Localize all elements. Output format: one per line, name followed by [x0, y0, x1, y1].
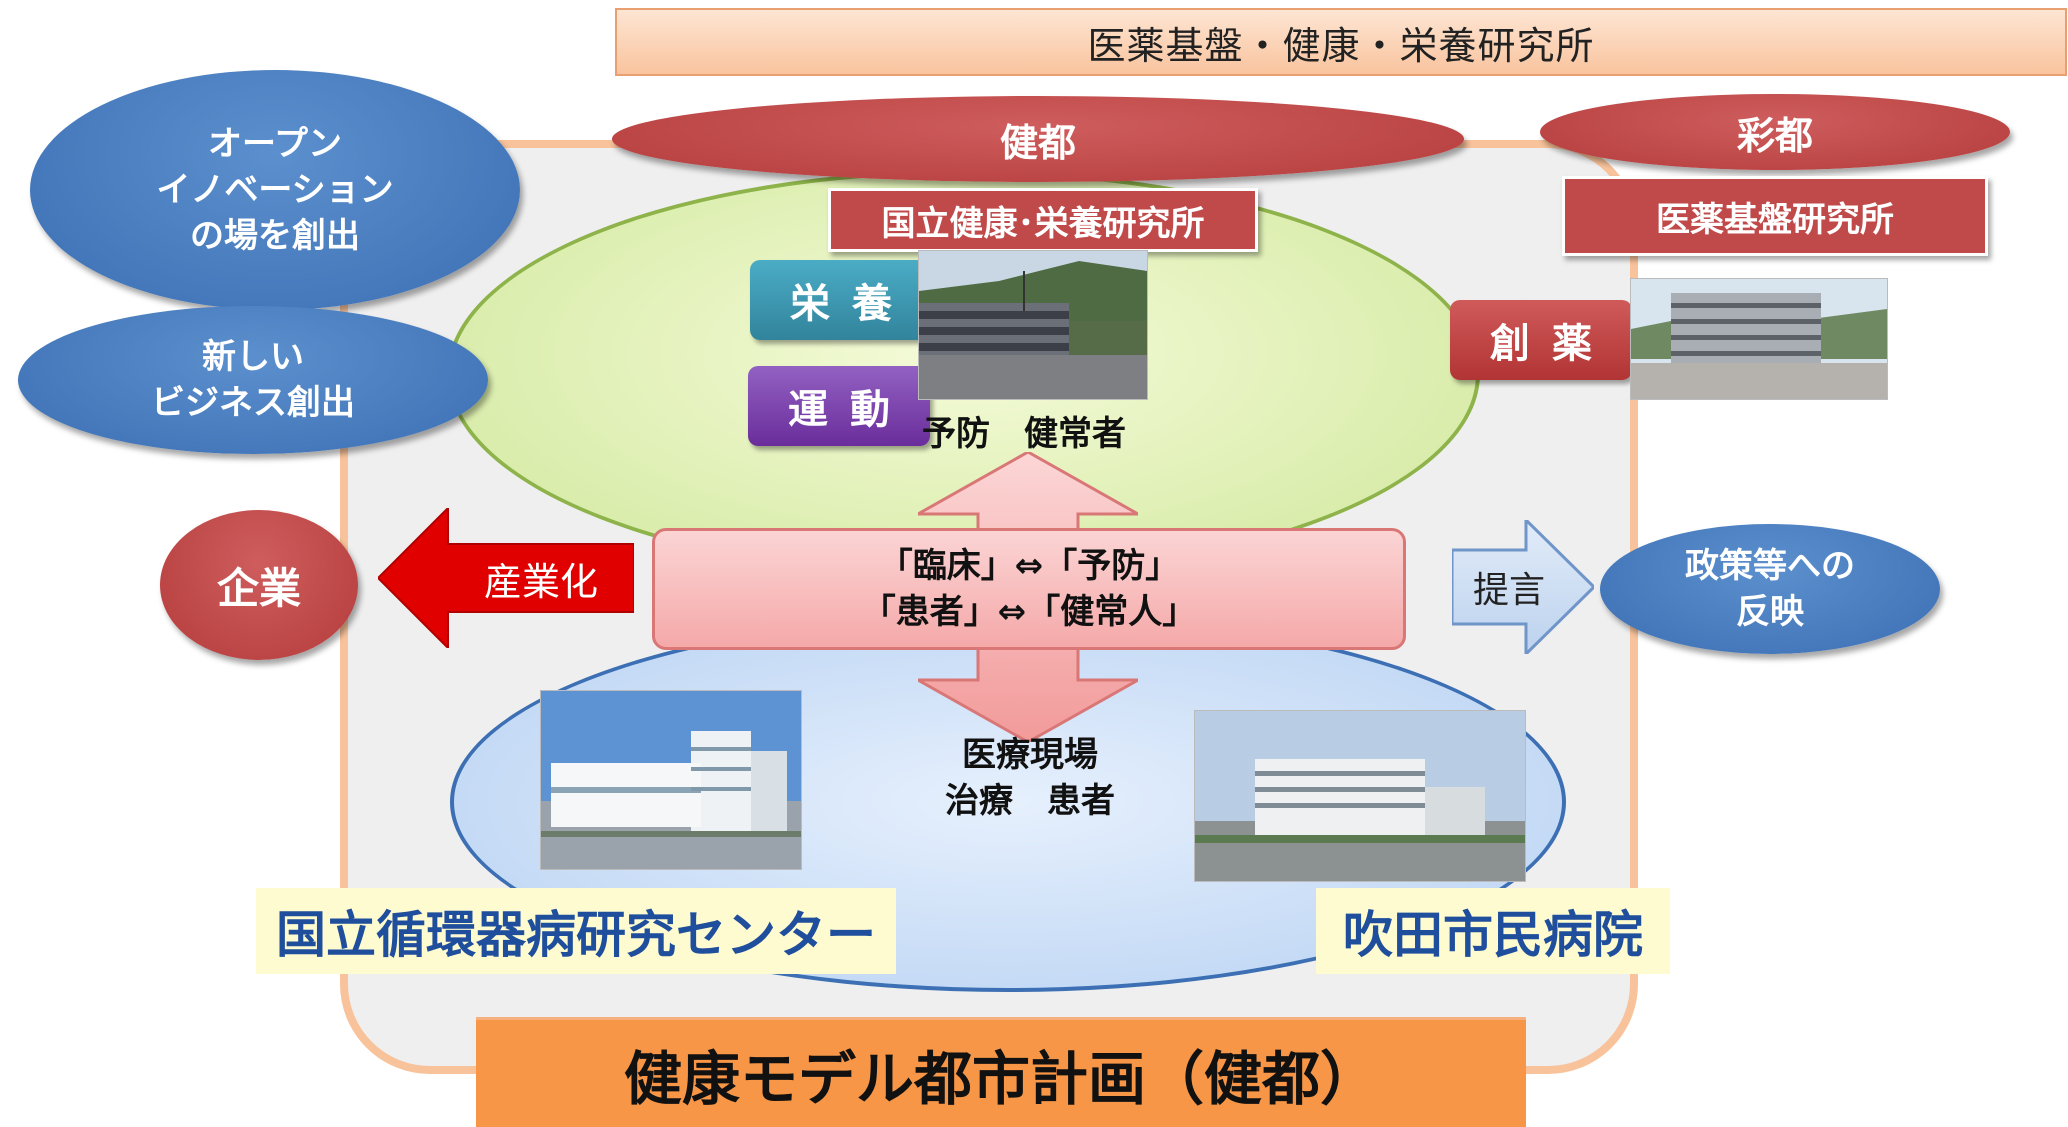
industrialization-arrow — [378, 508, 634, 648]
medical-text: 医療現場 治療 患者 — [900, 732, 1160, 824]
suita-hospital-photo — [1194, 710, 1526, 882]
bottom-title: 健康モデル都市計画（健都） — [476, 1017, 1526, 1127]
nutrition-institute-label: 国立健康･栄養研究所 — [828, 188, 1258, 252]
saito-title-ellipse: 彩都 — [1540, 94, 2010, 170]
policy-line-1: 政策等への — [1685, 546, 1855, 586]
exercise-tag: 運動 — [748, 366, 930, 446]
biomedical-institute-photo — [1630, 278, 1888, 400]
drug-discovery-tag: 創薬 — [1450, 300, 1632, 380]
open-innovation-line-2: イノベーション — [156, 170, 394, 210]
industrialization-label: 産業化 — [483, 559, 598, 604]
top-banner: 医薬基盤・健康・栄養研究所 — [615, 8, 2067, 76]
prevention-text: 予防 健常者 — [922, 414, 1126, 454]
biomedical-institute-label: 医薬基盤研究所 — [1562, 176, 1988, 256]
policy-ellipse: 政策等への 反映 — [1600, 524, 1940, 654]
policy-line-2: 反映 — [1736, 592, 1804, 632]
open-innovation-line-3: の場を創出 — [190, 216, 360, 256]
proposal-label: 提言 — [1472, 570, 1545, 611]
medical-line-2: 治療 患者 — [945, 781, 1115, 821]
open-innovation-ellipse: オープン イノベーション の場を創出 — [30, 70, 520, 310]
ncvc-label: 国立循環器病研究センター — [256, 888, 896, 974]
suita-label: 吹田市民病院 — [1316, 888, 1670, 974]
new-business-ellipse: 新しい ビジネス創出 — [18, 306, 488, 454]
kento-title-ellipse: 健都 — [612, 96, 1464, 182]
nutrition-tag: 栄養 — [750, 260, 932, 340]
company-ellipse: 企業 — [160, 510, 358, 660]
nutrition-institute-photo — [918, 250, 1148, 400]
center-box-line-1: 「臨床」⇔「予防」 — [878, 546, 1180, 586]
open-innovation-line-1: オープン — [208, 124, 342, 164]
center-box-line-2: 「患者」⇔「健常人」 — [861, 592, 1197, 632]
ncvc-photo — [540, 690, 802, 870]
new-business-line-1: 新しい — [202, 337, 304, 377]
new-business-line-2: ビジネス創出 — [151, 383, 355, 423]
medical-line-1: 医療現場 — [962, 735, 1098, 775]
proposal-arrow — [1452, 520, 1594, 654]
clinical-prevention-box: 「臨床」⇔「予防」 「患者」⇔「健常人」 — [652, 528, 1406, 650]
